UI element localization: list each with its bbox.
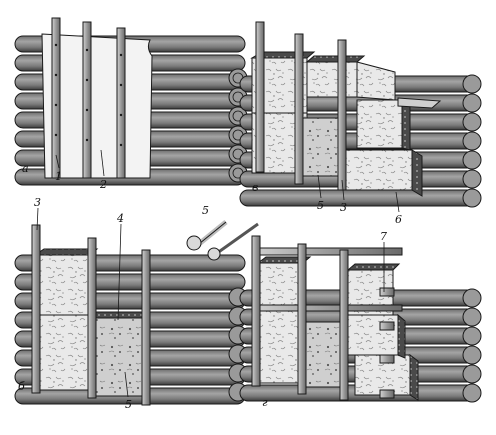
- panel-label-a: а: [22, 162, 29, 175]
- panel-label-g: г: [262, 396, 268, 409]
- callout-3-bottom: 3: [34, 196, 41, 209]
- panel-label-v: в: [252, 181, 258, 194]
- panel-a-laths: [51, 17, 126, 179]
- leader-lines: [36, 149, 400, 398]
- panel-v-board: [397, 97, 442, 109]
- panel-a-nails: [54, 43, 123, 147]
- callout-6: 6: [395, 213, 402, 226]
- callout-2: 2: [99, 178, 107, 191]
- callout-5-panel-b: 5: [125, 398, 132, 411]
- dowel-fasteners: [186, 220, 259, 261]
- callout-5-dowel: 5: [202, 204, 209, 217]
- panel-b-laths: [31, 224, 151, 406]
- callout-1: 1: [55, 170, 62, 183]
- callout-5-panel-v: 5: [317, 199, 324, 212]
- callout-3-top: 3: [340, 201, 347, 214]
- callout-4: 4: [116, 212, 124, 225]
- panel-g-frame: [251, 235, 403, 401]
- callout-7: 7: [380, 230, 387, 243]
- panel-g-insulation: [256, 256, 419, 401]
- panel-v-laths: [255, 21, 347, 191]
- panel-label-b: б: [18, 380, 25, 393]
